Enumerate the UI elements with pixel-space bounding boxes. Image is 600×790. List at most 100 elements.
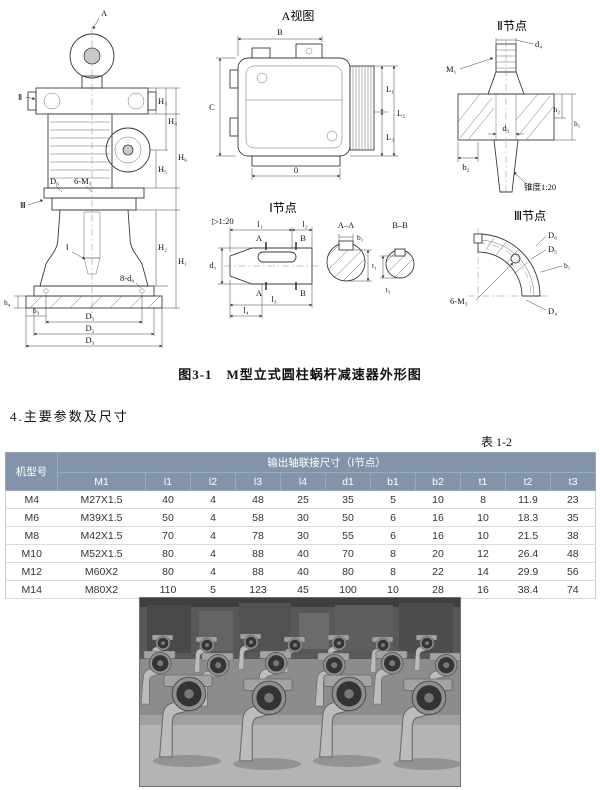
cell-value: 40	[280, 562, 326, 581]
dim-label-h2: h₂	[554, 105, 561, 114]
cell-value: 20	[415, 544, 461, 563]
dim-label-H1: H₁	[178, 256, 187, 266]
dim-label-h1: h₁	[574, 119, 581, 128]
table-row: M4 M27X1.5 40 4 48 25 35 5 10 8 11.9 23	[5, 490, 596, 509]
dim-label-b1: b₁	[357, 233, 364, 242]
cell-value: 6	[370, 508, 416, 527]
section-mark-B-bottom: B	[300, 288, 306, 298]
cell-value: 55	[325, 526, 371, 545]
col-header-M1: M1	[57, 472, 146, 491]
dim-label-L1: L₁	[386, 84, 394, 94]
cell-value: 14	[460, 562, 506, 581]
parameters-table: 机型号 输出轴联接尺寸（Ⅰ节点） M1 l1 l2 l3 l4 d1 b1 b2…	[5, 452, 597, 599]
view-a-drawing: A视图 B C L₁ L₃ L₂	[209, 8, 405, 180]
node-marker-II: Ⅱ	[18, 92, 22, 102]
cell-value: 70	[325, 544, 371, 563]
cell-value: 6	[370, 526, 416, 545]
table-row: M6 M39X1.5 50 4 58 30 50 6 16 10 18.3 35	[5, 508, 596, 527]
node-2-title: Ⅱ节点	[497, 19, 527, 33]
cell-value: M52X1.5	[57, 544, 146, 563]
cell-value: 16	[460, 580, 506, 599]
cell-value: 22	[415, 562, 461, 581]
cell-model: M12	[5, 562, 58, 581]
dim-label-t3: t₃	[386, 285, 391, 294]
node-1-title: Ⅰ节点	[269, 201, 297, 215]
col-header-t1: t1	[460, 472, 506, 491]
table-reference: 表 1-2	[481, 435, 512, 449]
node-marker-III: Ⅲ	[20, 200, 26, 210]
cell-value: 29.9	[505, 562, 551, 581]
dim-label-b1-flange: b₁	[564, 261, 571, 270]
cell-value: 8	[370, 544, 416, 563]
table-header-output-shaft: 输出轴联接尺寸（Ⅰ节点）	[56, 452, 597, 473]
cell-value: 16	[415, 526, 461, 545]
cell-value: M60X2	[57, 562, 146, 581]
cell-value: 50	[145, 508, 191, 527]
cell-value: M27X1.5	[57, 490, 146, 509]
cell-value: 28	[415, 580, 461, 599]
dim-label-H3: H₃	[158, 96, 167, 106]
dim-label-8d0: 8-d₀	[120, 273, 134, 283]
dim-label-l4: l₄	[243, 305, 248, 315]
cell-value: 8	[460, 490, 506, 509]
dim-label-C: C	[209, 102, 215, 112]
dim-label-D5: D₅	[548, 244, 557, 254]
cell-value: 18.3	[505, 508, 551, 527]
figure-caption: 图3-1 M型立式圆柱蜗杆减速器外形图	[178, 367, 422, 382]
table-header-row-2: M1 l1 l2 l3 l4 d1 b1 b2 t1 t2 t3	[6, 472, 597, 491]
dim-label-D6: D₆	[548, 230, 557, 240]
factory-photo	[139, 597, 461, 787]
table-body: M4 M27X1.5 40 4 48 25 35 5 10 8 11.9 23 …	[5, 490, 596, 599]
cell-model: M10	[5, 544, 58, 563]
taper-note-label: 锥度1:20	[524, 182, 556, 192]
cell-value: 38	[550, 526, 596, 545]
dim-label-D1: D₁	[85, 311, 94, 321]
dim-label-L2: L₂	[397, 108, 405, 118]
dim-label-D4: D₄	[548, 306, 557, 316]
dim-label-B: B	[277, 27, 283, 37]
cell-value: 74	[550, 580, 596, 599]
cell-value: 56	[550, 562, 596, 581]
dim-label-M1: M₁	[446, 64, 457, 74]
view-a-title: A视图	[282, 8, 315, 23]
cell-value: 45	[280, 580, 326, 599]
table-row: M14 M80X2 110 5 123 45 100 10 28 16 38.4…	[5, 580, 596, 599]
col-header-l3: l3	[235, 472, 281, 491]
cell-model: M4	[5, 490, 58, 509]
section-AA-title: A–A	[338, 220, 355, 230]
dim-label-H6: H₆	[178, 152, 187, 162]
cell-value: 80	[325, 562, 371, 581]
cell-value: 88	[235, 562, 281, 581]
cell-value: 4	[190, 490, 236, 509]
cell-value: 5	[190, 580, 236, 599]
cell-value: M80X2	[57, 580, 146, 599]
dim-label-6M3-flange: 6-M₃	[450, 296, 468, 306]
cell-value: 4	[190, 544, 236, 563]
cell-value: 12	[460, 544, 506, 563]
cell-value: 50	[325, 508, 371, 527]
table-row: M10 M52X1.5 80 4 88 40 70 8 20 12 26.4 4…	[5, 544, 596, 563]
cell-value: 35	[550, 508, 596, 527]
cell-value: 11.9	[505, 490, 551, 509]
section-heading: 4.主要参数及尺寸	[10, 409, 129, 424]
dim-label-t1: t₁	[372, 261, 377, 270]
section-mark-A-bottom: A	[256, 288, 263, 298]
cell-value: 88	[235, 544, 281, 563]
section-BB-title: B–B	[392, 220, 408, 230]
col-header-d1: d1	[325, 472, 371, 491]
cell-value: 10	[460, 508, 506, 527]
cell-model: M6	[5, 508, 58, 527]
dim-label-h4: h₄	[4, 298, 11, 307]
cell-value: 70	[145, 526, 191, 545]
table-head: 机型号 输出轴联接尺寸（Ⅰ节点） M1 l1 l2 l3 l4 d1 b1 b2…	[5, 452, 597, 491]
cell-value: 10	[415, 490, 461, 509]
node-3-title: Ⅲ节点	[514, 209, 546, 223]
col-header-t2: t2	[505, 472, 551, 491]
cell-value: 21.5	[505, 526, 551, 545]
cell-value: 4	[190, 526, 236, 545]
cell-value: 110	[145, 580, 191, 599]
cell-value: 35	[325, 490, 371, 509]
table-header-model: 机型号	[5, 452, 58, 491]
cell-value: 40	[145, 490, 191, 509]
